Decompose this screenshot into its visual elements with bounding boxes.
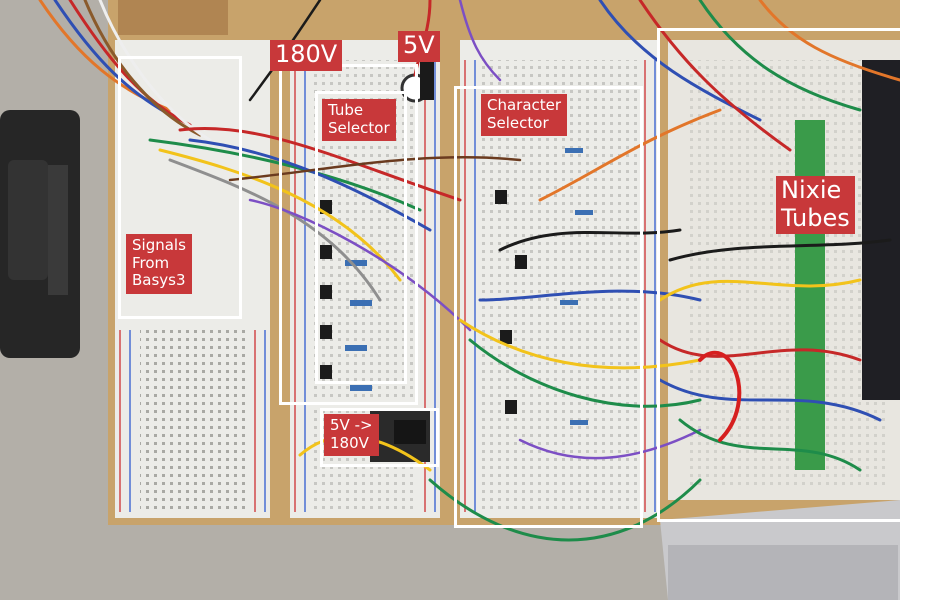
signals-box xyxy=(118,56,242,319)
5v-label: 5V xyxy=(398,31,440,62)
tube-selector-box xyxy=(315,91,407,384)
180v-label: 180V xyxy=(270,40,343,71)
character-selector-label: Character Selector xyxy=(481,94,568,137)
signals-label: Signals From Basys3 xyxy=(126,234,192,295)
converter-label: 5V -> 180V xyxy=(324,414,379,457)
nixie-tubes-label: Nixie Tubes xyxy=(776,176,855,235)
nixie-tubes-box xyxy=(657,28,928,522)
tube-selector-label: Tube Selector xyxy=(322,99,396,142)
breadboard-photo xyxy=(0,0,900,600)
character-selector-box xyxy=(454,86,643,528)
180v-rail-box xyxy=(279,64,418,405)
converter-box xyxy=(320,408,439,467)
